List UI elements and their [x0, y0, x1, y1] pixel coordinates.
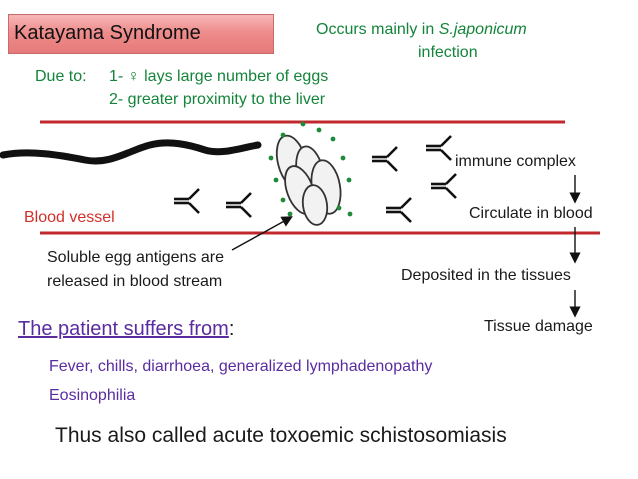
symptom-item-1: Fever, chills, diarrhoea, generalized ly… [49, 358, 433, 375]
antigen-dots [268, 121, 353, 217]
schistosome-worm-icon [0, 139, 262, 169]
slide-title: Katayama Syndrome [14, 22, 201, 44]
occurrence-note-line2: infection [418, 44, 478, 61]
step-deposited-in-tissues: Deposited in the tissues [401, 267, 571, 284]
cause-item-2: 2- greater proximity to the liver [109, 91, 326, 108]
cause-item-1: 1- ♀ lays large number of eggs [109, 68, 329, 85]
antigen-text-line1: Soluble egg antigens are [47, 249, 225, 266]
antigen-pointer [231, 216, 293, 251]
antigen-text-line2: released in blood stream [47, 273, 223, 290]
step-immune-complex: immune complex [455, 153, 576, 170]
egg-cluster-icon [275, 134, 342, 226]
symptom-item-2: Eosinophilia [49, 387, 136, 404]
symptoms-heading-label: The patient suffers from [18, 318, 229, 340]
blood-vessel-label: Blood vessel [24, 209, 115, 226]
symptoms-heading: The patient suffers from: [18, 318, 235, 340]
title-banner [8, 14, 274, 54]
step-tissue-damage: Tissue damage [484, 318, 593, 335]
conclusion-text: Thus also called acute toxoemic schistos… [55, 424, 507, 447]
step-circulate-in-blood: Circulate in blood [469, 205, 593, 222]
occurrence-note-line1: Occurs mainly in S.japonicum [316, 21, 527, 38]
species-name: S.japonicum [438, 21, 527, 38]
cause-label: Due to: [35, 68, 87, 85]
